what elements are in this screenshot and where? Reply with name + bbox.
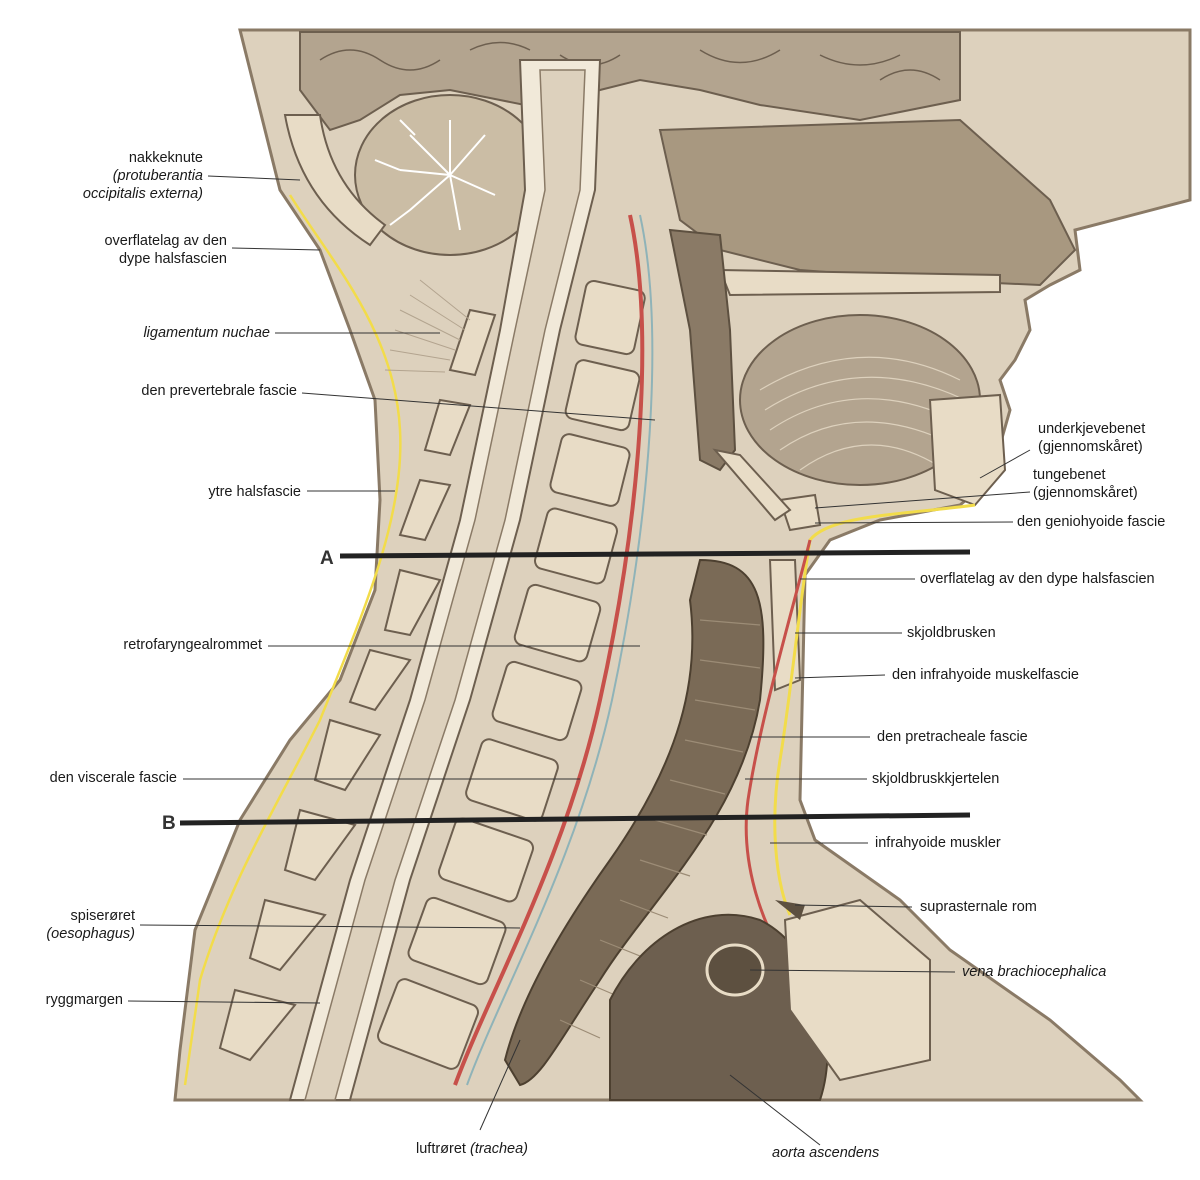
- label-skjoldbrusken: skjoldbrusken: [907, 625, 996, 641]
- section-marker-b: B: [162, 813, 176, 834]
- label-spiseroret-line2: (oesophagus): [46, 926, 135, 942]
- label-nakkeknute: nakkeknute (protuberantia occipitalis ex…: [83, 149, 203, 203]
- label-underkjevebenet-line2: (gjennomskåret): [1038, 439, 1143, 455]
- label-nakkeknute-line1: nakkeknute: [128, 150, 203, 166]
- posterior-fascia-yellow: [183, 194, 402, 1086]
- esophagus: [503, 558, 765, 1087]
- hyoid: [778, 493, 822, 532]
- mandible: [928, 393, 1007, 507]
- label-ligamentum-nuchae: ligamentum nuchae: [143, 325, 270, 341]
- section-marker-a: A: [320, 548, 334, 569]
- label-luftroret: luftrøret (trachea): [416, 1140, 528, 1158]
- label-overflatelag-right: overflatelag av den dype halsfascien: [920, 571, 1155, 587]
- ligamentum-nuchae-fan: [384, 279, 471, 373]
- label-overflatelag-left-line2: dype halsfascien: [118, 251, 227, 267]
- label-tungebenet-line2: (gjennomskåret): [1033, 485, 1138, 501]
- label-tungebenet: tungebenet (gjennomskåret): [1033, 466, 1138, 502]
- label-spiseroret-line1: spiserøret: [70, 908, 135, 924]
- label-luftroret-main: luftrøret: [416, 1141, 466, 1157]
- leader-lines: [127, 175, 1031, 1146]
- label-ytre-halsfascie: ytre halsfascie: [208, 484, 301, 500]
- label-infrahyoide-muskelfascie: den infrahyoide muskelfascie: [892, 667, 1079, 683]
- anterior-fascia-yellow: [773, 503, 976, 916]
- head-neck-silhouette: [173, 28, 1192, 1102]
- spinous-processes: [218, 308, 497, 1062]
- label-aorta-ascendens: aorta ascendens: [772, 1145, 880, 1161]
- label-spiseroret: spiserøret (oesophagus): [46, 907, 135, 943]
- section-line-a: [339, 549, 971, 559]
- label-skjoldbruskkjertelen: skjoldbruskkjertelen: [872, 771, 1000, 787]
- label-underkjevebenet-line1: underkjevebenet: [1038, 421, 1146, 437]
- vertebral-bodies: [377, 279, 646, 1070]
- label-geniohyoide-fascie: den geniohyoide fascie: [1017, 514, 1166, 530]
- prevertebral-fascia-blue: [466, 214, 654, 1086]
- label-overflatelag-left-line1: overflatelag av den: [104, 233, 227, 249]
- label-ryggmargen: ryggmargen: [45, 992, 123, 1008]
- label-overflatelag-left: overflatelag av den dype halsfascien: [104, 232, 227, 268]
- label-tungebenet-line1: tungebenet: [1033, 467, 1106, 483]
- spinal-cord: [304, 69, 586, 1101]
- label-nakkeknute-line3: occipitalis externa): [82, 186, 203, 202]
- label-viscerale-fascie: den viscerale fascie: [49, 770, 177, 786]
- thyroid-cartilage: [768, 559, 802, 692]
- label-nakkeknute-line2: (protuberantia: [112, 168, 203, 184]
- esophagus-rings: [559, 619, 761, 1039]
- prevertebral-vessels: [453, 214, 645, 1086]
- label-retrofaryngealrommet: retrofaryngealrommet: [123, 637, 262, 653]
- label-vena-brachiocephalica: vena brachiocephalica: [962, 964, 1107, 980]
- label-infrahyoide-muskler: infrahyoide muskler: [875, 835, 1001, 851]
- tongue-fibers: [759, 356, 966, 471]
- occipital-bone: [283, 114, 387, 247]
- label-pretracheale-fascie: den pretracheale fascie: [877, 729, 1028, 745]
- label-prevertebrale-fascie: den prevertebrale fascie: [141, 383, 297, 399]
- hard-palate: [718, 268, 1001, 297]
- label-suprasternale-rom: suprasternale rom: [920, 899, 1037, 915]
- epiglottis: [712, 448, 792, 522]
- cerebellum-tree: [374, 119, 496, 231]
- label-underkjevebenet: underkjevebenet (gjennomskåret): [1038, 420, 1145, 456]
- label-luftroret-latin: (trachea): [469, 1141, 529, 1157]
- section-line-b: [179, 812, 971, 826]
- sternum: [783, 898, 931, 1082]
